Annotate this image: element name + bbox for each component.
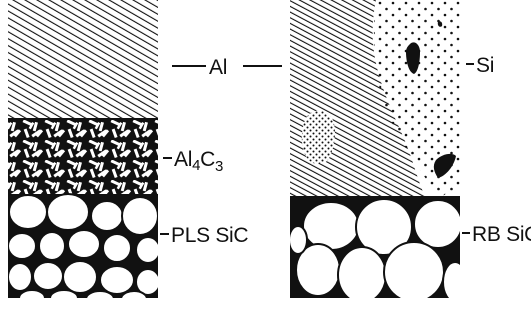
right-column-rb [289,0,467,303]
al4c3-layer [8,118,158,196]
al-layer-left [8,0,158,122]
label-al: Al [209,56,227,79]
label-rb-sic: RB SiC [472,223,531,246]
label-si: Si [476,54,494,77]
label-al4c3: Al4C3 [174,148,223,175]
left-column-pls [8,0,160,307]
label-pls-sic: PLS SiC [171,224,248,247]
